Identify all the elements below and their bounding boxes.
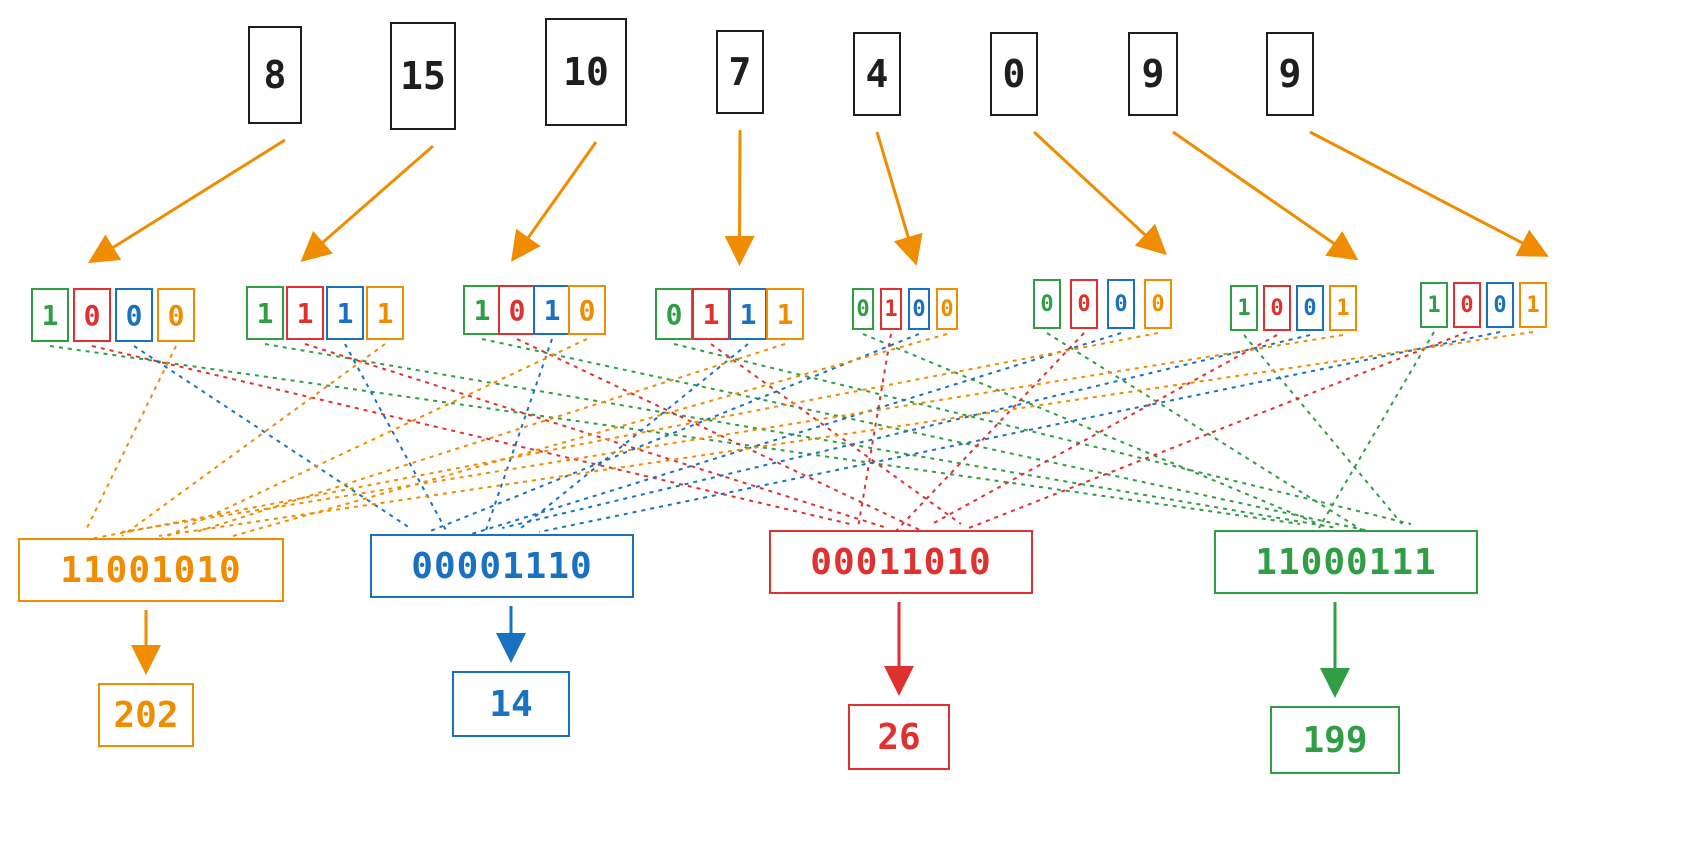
input-number-7: 9	[1128, 32, 1178, 116]
bit-link-1-3	[133, 345, 411, 529]
bit-link-6-3	[464, 332, 1122, 537]
bit-link-5-4	[232, 333, 948, 537]
bit-link-7-3	[501, 334, 1311, 529]
input-arrow-6	[1032, 130, 1167, 256]
bit-link-6-1	[1046, 332, 1366, 533]
bit-6-3: 0	[1107, 279, 1135, 329]
bit-link-7-4	[121, 334, 1344, 533]
result-value-blue: 14	[452, 671, 570, 737]
input-number-5: 4	[853, 32, 901, 116]
bit-link-1-2	[91, 345, 851, 525]
result-value-red: 26	[848, 704, 950, 770]
bit-link-1-1	[49, 345, 1301, 525]
bit-8-3: 0	[1486, 282, 1514, 328]
bit-link-8-3	[538, 331, 1501, 533]
input-arrow-2	[300, 144, 434, 262]
input-arrow-3	[511, 141, 598, 262]
bit-1-3: 0	[115, 288, 153, 342]
bit-link-8-2	[968, 331, 1468, 529]
input-arrow-7	[1172, 130, 1359, 261]
bit-link-5-3	[427, 333, 920, 533]
result-bits-red: 00011010	[769, 530, 1033, 594]
bit-7-3: 0	[1296, 285, 1324, 331]
input-arrow-4	[724, 129, 755, 266]
input-number-6: 0	[990, 32, 1038, 116]
bit-3-3: 1	[533, 285, 571, 335]
bit-link-6-4	[84, 332, 1159, 541]
bit-3-4: 0	[568, 285, 606, 335]
bit-8-4: 1	[1519, 282, 1547, 328]
bit-2-3: 1	[326, 286, 364, 340]
bit-link-7-1	[1243, 334, 1403, 525]
bit-5-2: 1	[880, 288, 902, 330]
bit-link-7-2	[931, 334, 1278, 525]
bit-link-2-4	[121, 343, 386, 537]
input-number-4: 7	[716, 30, 764, 114]
bit-link-2-2	[304, 343, 888, 529]
bit-7-1: 1	[1230, 285, 1258, 331]
bit-2-4: 1	[366, 286, 404, 340]
bit-link-4-1	[673, 343, 1412, 525]
bit-8-1: 1	[1420, 282, 1448, 328]
bit-2-2: 1	[286, 286, 324, 340]
bit-5-3: 0	[908, 288, 930, 330]
result-bits-orange: 11001010	[18, 538, 284, 602]
bit-4-1: 0	[655, 288, 693, 340]
bit-4-3: 1	[729, 288, 767, 340]
bit-7-2: 0	[1263, 285, 1291, 331]
bit-link-5-2	[857, 333, 892, 529]
bit-2-1: 1	[246, 286, 284, 340]
input-number-2: 15	[390, 22, 456, 130]
input-number-8: 9	[1266, 32, 1314, 116]
bit-link-6-2	[894, 332, 1085, 533]
bit-link-3-4	[158, 338, 588, 541]
result-bits-blue: 00001110	[370, 534, 634, 598]
bit-1-4: 0	[157, 288, 195, 342]
bit-6-2: 0	[1070, 279, 1098, 329]
input-arrow-1	[87, 138, 286, 264]
bit-link-3-1	[481, 338, 1375, 533]
bit-7-4: 1	[1329, 285, 1357, 331]
bit-5-1: 0	[852, 288, 874, 330]
bit-link-4-3	[520, 343, 749, 529]
bit-8-2: 0	[1453, 282, 1481, 328]
bit-link-8-1	[1318, 331, 1435, 529]
bit-3-1: 1	[463, 285, 501, 335]
input-number-3: 10	[545, 18, 627, 126]
result-value-green: 199	[1270, 706, 1400, 774]
bit-6-4: 0	[1144, 279, 1172, 329]
arrows	[87, 129, 1549, 698]
bit-connection-lines	[49, 331, 1534, 541]
bit-link-8-4	[158, 331, 1534, 537]
bit-4-2: 1	[692, 288, 730, 340]
input-arrow-8	[1309, 130, 1549, 257]
bit-4-4: 1	[766, 288, 804, 340]
bit-link-5-1	[862, 333, 1329, 529]
input-arrow-5	[875, 131, 923, 266]
result-bits-green: 11000111	[1214, 530, 1478, 594]
bit-link-1-4	[84, 345, 177, 533]
bit-5-4: 0	[936, 288, 958, 330]
bit-link-2-1	[264, 343, 1338, 529]
bit-1-1: 1	[31, 288, 69, 342]
result-value-orange: 202	[98, 683, 194, 747]
bit-link-4-2	[710, 343, 962, 525]
input-number-1: 8	[248, 26, 302, 124]
bit-3-2: 0	[498, 285, 536, 335]
bit-1-2: 0	[73, 288, 111, 342]
bit-link-3-3	[483, 338, 553, 537]
bit-link-4-4	[195, 343, 786, 533]
bit-link-2-3	[344, 343, 448, 533]
bit-6-1: 0	[1033, 279, 1061, 329]
